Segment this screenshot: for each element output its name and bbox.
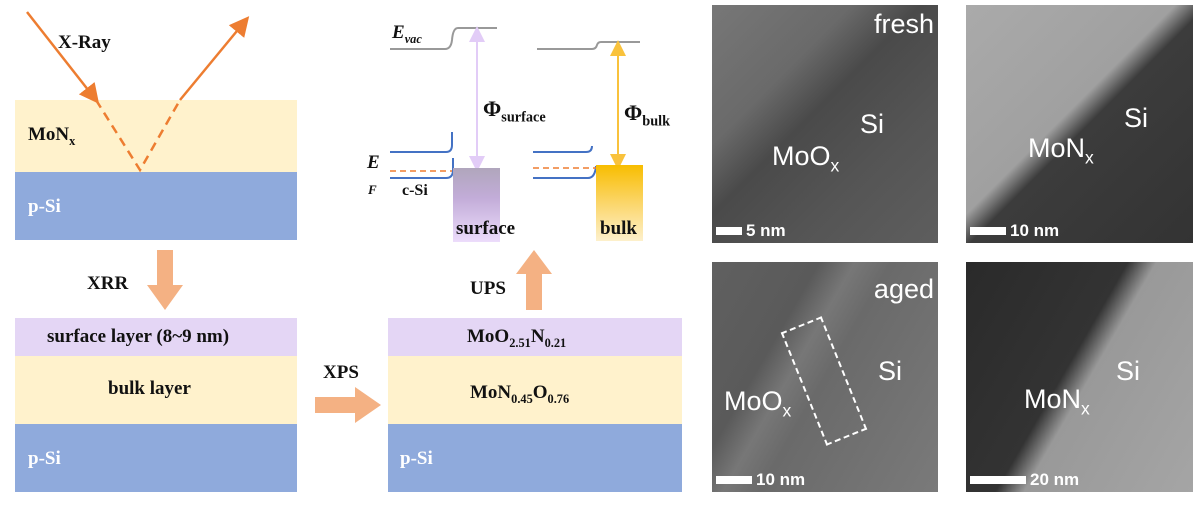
tem-image-aged-moox: aged MoOx Si 10 nm xyxy=(712,262,938,492)
tem-image-fresh-moox: fresh MoOx Si 5 nm xyxy=(712,5,938,243)
surface-box-label: surface xyxy=(456,218,516,239)
refracted-beam xyxy=(94,99,182,173)
arrow-up-icon xyxy=(516,250,552,310)
xps-label: XPS xyxy=(323,362,359,383)
psi-layer xyxy=(388,424,682,492)
psi-layer xyxy=(15,424,297,492)
incident-beam xyxy=(26,11,100,104)
scale-bar: 10 nm xyxy=(716,470,805,490)
conduction-band-left xyxy=(390,132,453,153)
phi-surface-label: Φsurface xyxy=(483,96,546,126)
band-diagram xyxy=(390,26,643,242)
bulk-layer xyxy=(15,356,297,424)
highlight-box xyxy=(780,316,868,446)
surface-composition: MoO2.51N0.21 xyxy=(467,326,567,350)
conduction-band-right xyxy=(533,145,593,153)
psi-label: p-Si xyxy=(400,448,433,469)
xray-beams xyxy=(26,11,250,173)
bulk-layer xyxy=(388,356,682,424)
evac-level-bulk xyxy=(537,41,640,50)
bulk-composition: MoN0.45O0.76 xyxy=(470,382,570,406)
monx-layer xyxy=(15,100,297,172)
valence-band-left xyxy=(390,158,454,179)
evac-label: Evac xyxy=(392,22,422,46)
ef-label-e: E xyxy=(367,152,380,173)
surface-layer-label: surface layer (8~9 nm) xyxy=(47,326,230,347)
arrow-right-icon xyxy=(315,387,381,423)
phi-bulk-label: Φbulk xyxy=(624,100,671,130)
scale-bar: 20 nm xyxy=(970,470,1079,490)
xrr-label: XRR xyxy=(87,273,129,294)
monx-label: MoNx xyxy=(28,124,76,148)
tem-image-fresh-monx: MoNx Si 10 nm xyxy=(966,5,1193,243)
reflected-beam xyxy=(179,16,250,101)
ef-label-f: F xyxy=(368,182,377,197)
evac-level-surface xyxy=(390,27,497,50)
tem-image-aged-monx: MoNx Si 20 nm xyxy=(966,262,1193,492)
psi-label: p-Si xyxy=(28,196,61,217)
bulk-layer-label: bulk layer xyxy=(108,378,191,399)
surface-band-box xyxy=(453,168,500,242)
surface-layer xyxy=(388,318,682,356)
psi-layer xyxy=(15,172,297,240)
xray-label: X-Ray xyxy=(58,32,111,53)
ups-label: UPS xyxy=(470,278,506,299)
bulk-box-label: bulk xyxy=(600,218,637,239)
csi-label: c-Si xyxy=(402,182,428,199)
bulk-band-box xyxy=(596,165,643,241)
scale-bar: 10 nm xyxy=(970,221,1059,241)
surface-layer xyxy=(15,318,297,356)
psi-label: p-Si xyxy=(28,448,61,469)
arrow-down-icon xyxy=(147,250,183,310)
scale-bar: 5 nm xyxy=(716,221,786,241)
